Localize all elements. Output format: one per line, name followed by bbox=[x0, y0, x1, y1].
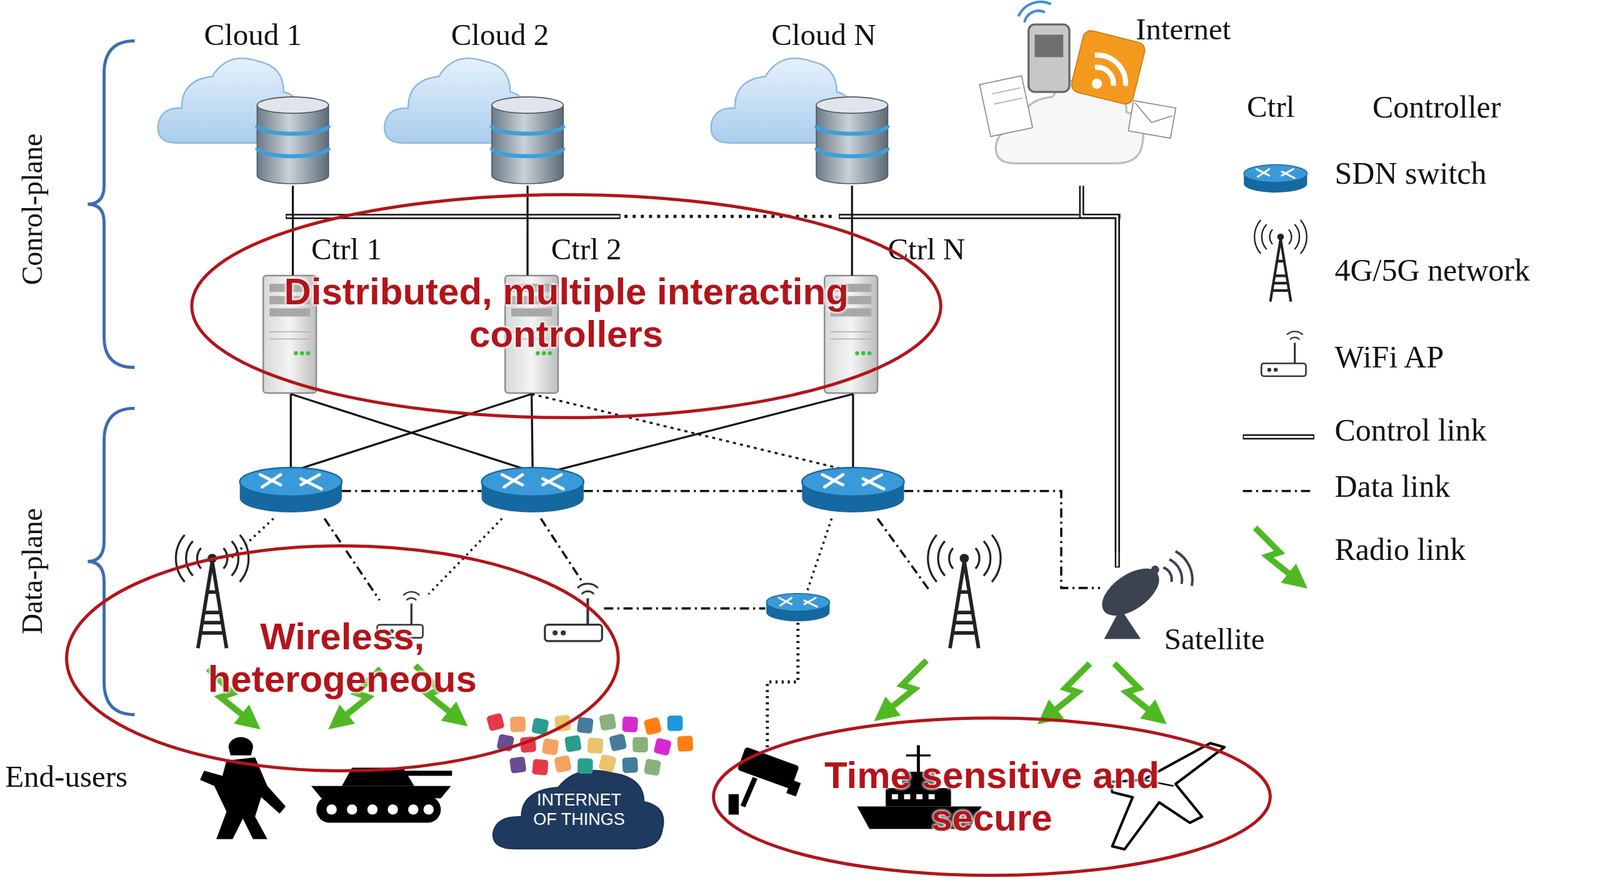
node-label: Cloud 2 bbox=[451, 18, 550, 52]
app-icon bbox=[598, 713, 617, 731]
app-icon bbox=[587, 737, 604, 754]
satellite-node: Satellite bbox=[1096, 551, 1281, 662]
iot-cloud bbox=[486, 712, 694, 849]
camera-figure bbox=[728, 746, 802, 815]
app-icon bbox=[608, 733, 627, 752]
app-icon bbox=[509, 756, 527, 774]
iot-cloud-node: INTERNET OF THINGS bbox=[495, 767, 664, 854]
legend-text: Data link bbox=[1335, 469, 1451, 504]
control-plane-bracket bbox=[87, 40, 135, 368]
control-link-inner bbox=[1081, 185, 1118, 552]
app-icon bbox=[564, 735, 582, 753]
node-label: Ctrl N bbox=[887, 232, 965, 267]
app-icon bbox=[676, 735, 694, 752]
node-label: Internet bbox=[1135, 12, 1231, 47]
legend-samples bbox=[1243, 165, 1315, 582]
legend-text: Control link bbox=[1335, 413, 1487, 448]
soldier-figure bbox=[200, 736, 286, 839]
iot-text: INTERNET OF THINGS bbox=[526, 790, 633, 830]
legend-key: Ctrl bbox=[1246, 90, 1295, 124]
app-icon bbox=[621, 716, 639, 733]
legend-text: WiFi AP bbox=[1335, 340, 1444, 375]
node-label: Ctrl 2 bbox=[551, 232, 622, 267]
legend-text: Controller bbox=[1372, 90, 1502, 125]
database-icons bbox=[256, 96, 888, 184]
highlight-ellipse: Distributed, multiple interacting contro… bbox=[188, 191, 944, 421]
end-users-label: End-users bbox=[5, 760, 128, 794]
plane-label: Conrol-plane bbox=[16, 133, 49, 285]
ellipse-stroke bbox=[713, 718, 1271, 876]
node-label: Cloud N bbox=[771, 18, 876, 52]
app-icon bbox=[510, 716, 526, 732]
app-icon bbox=[553, 755, 572, 774]
plane-label: Data-plane bbox=[16, 508, 49, 635]
node-label: Satellite bbox=[1164, 622, 1265, 657]
data-plane-bracket bbox=[87, 408, 135, 715]
highlight-ellipse: Time sensitive and secure bbox=[711, 716, 1273, 878]
highlight-ellipse: Wireless, heterogeneous bbox=[64, 543, 621, 774]
app-icon bbox=[576, 716, 594, 734]
controller-switch-links bbox=[290, 394, 854, 472]
app-icon bbox=[621, 756, 639, 774]
legend-text: Radio link bbox=[1335, 532, 1467, 567]
app-icon bbox=[643, 716, 662, 736]
tank-figure bbox=[311, 767, 452, 823]
control-bus bbox=[285, 216, 1121, 568]
highlight-text: Wireless, heterogeneous bbox=[167, 615, 518, 701]
legend-text: SDN switch bbox=[1335, 156, 1487, 191]
app-icon bbox=[667, 715, 684, 732]
cloud-node: Cloud N bbox=[706, 14, 890, 186]
node-label: Ctrl 1 bbox=[311, 232, 382, 267]
highlight-text: Distributed, multiple interacting contro… bbox=[266, 270, 867, 356]
control-link bbox=[1081, 185, 1118, 552]
cloud-controller-link bbox=[526, 185, 529, 276]
cloud-node: Cloud 2 bbox=[379, 14, 564, 186]
app-icon bbox=[486, 712, 505, 732]
internet-node: Internet bbox=[985, 10, 1281, 186]
app-icon bbox=[598, 753, 617, 773]
node-label: Cloud 1 bbox=[204, 18, 303, 52]
app-icon bbox=[541, 738, 560, 756]
app-icon bbox=[632, 736, 648, 753]
cloud-controller-link bbox=[851, 185, 854, 276]
ellipse-stroke bbox=[66, 545, 619, 771]
app-icon bbox=[653, 737, 672, 756]
highlight-text: Time sensitive and secure bbox=[810, 754, 1174, 840]
app-icon bbox=[531, 758, 549, 776]
app-icon bbox=[577, 758, 594, 775]
app-icon bbox=[643, 758, 662, 777]
cloud-node: Cloud 1 bbox=[153, 14, 337, 186]
ellipse-stroke bbox=[191, 194, 941, 418]
legend-text: 4G/5G network bbox=[1335, 253, 1530, 288]
